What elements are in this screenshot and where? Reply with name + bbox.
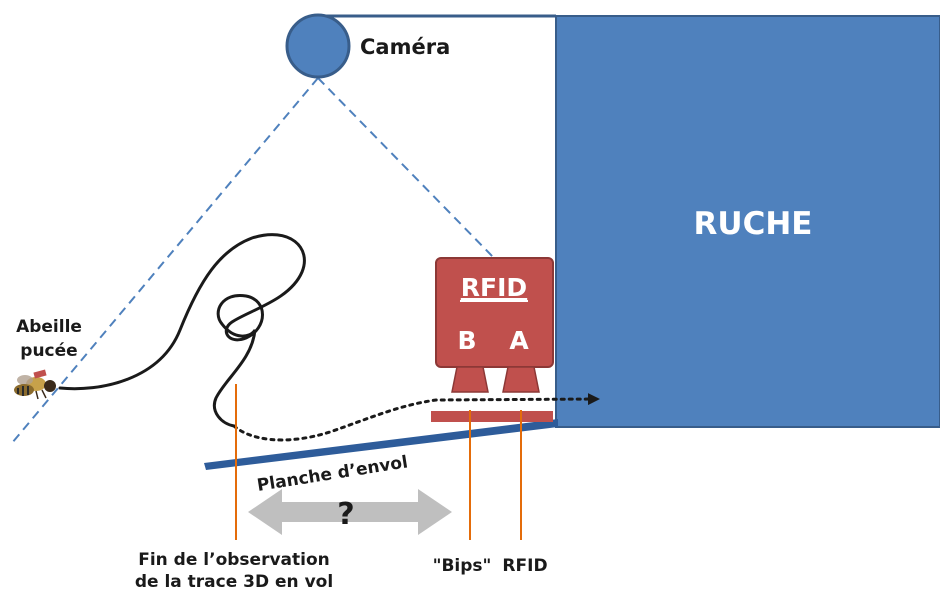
bee-flight-path	[58, 233, 306, 428]
bee-label-line2: pucée	[20, 341, 77, 361]
reader-b-label: B	[457, 326, 476, 355]
rfid-antenna-strip	[431, 411, 553, 422]
rfid-reader-box	[435, 257, 554, 368]
reader-b-antenna	[451, 366, 489, 393]
hive-label: RUCHE	[694, 206, 813, 242]
camera-label: Caméra	[360, 35, 450, 59]
end-observation-label-line1: Fin de l’observation	[138, 550, 330, 570]
end-observation-label-line2: de la trace 3D en vol	[135, 572, 333, 592]
bee-icon	[14, 369, 56, 400]
unknown-gap-question: ?	[337, 497, 354, 532]
bee-label-line1: Abeille	[16, 317, 82, 337]
bips-label: "Bips"	[433, 556, 492, 576]
hive-body	[555, 15, 940, 428]
rfid-bottom-label: RFID	[502, 556, 547, 576]
reader-a-label: A	[509, 326, 529, 355]
camera-fov-right	[317, 77, 495, 259]
unknown-gap-double-arrow	[248, 489, 452, 535]
bee-walk-path	[232, 393, 600, 442]
rfid-label: RFID	[461, 273, 527, 302]
camera-icon	[285, 13, 351, 79]
camera-fov-left	[11, 77, 319, 444]
reader-a-antenna	[502, 366, 540, 393]
